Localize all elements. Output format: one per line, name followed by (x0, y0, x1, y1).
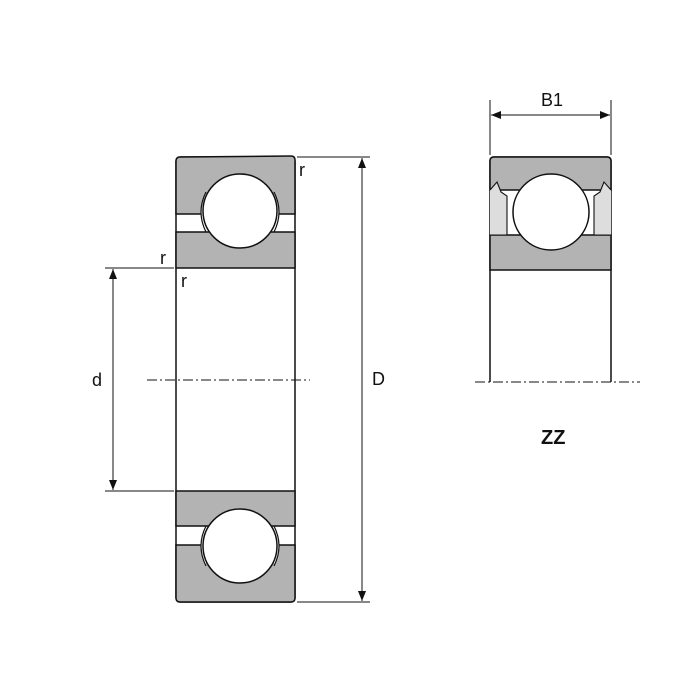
d-dimension (105, 267, 174, 492)
label-D: D (372, 369, 385, 389)
section-view (175, 155, 296, 603)
label-r-inner-side: r (181, 271, 187, 291)
label-r-inner-top: r (160, 248, 166, 268)
ball-top (202, 173, 278, 249)
D-dimension (297, 156, 370, 603)
label-d: d (92, 370, 102, 390)
B1-dimension (489, 100, 612, 155)
label-B1: B1 (541, 90, 563, 110)
shield-left (489, 180, 508, 236)
ball (512, 173, 590, 251)
label-r-outer: r (299, 160, 305, 180)
zz-view (489, 156, 612, 382)
shield-right (593, 180, 612, 236)
label-variant: ZZ (541, 427, 565, 449)
inner-ring (489, 234, 612, 271)
ball-bottom (202, 508, 278, 584)
